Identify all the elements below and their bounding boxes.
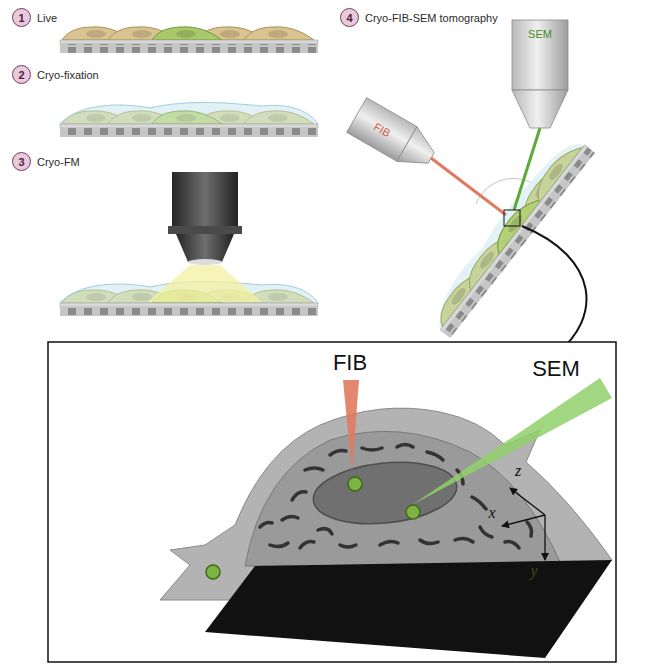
stage-marker: 2 Cryo-fixation — [12, 65, 99, 84]
fib-sem-panel — [347, 98, 441, 176]
step-title: Cryo-FM — [37, 156, 80, 168]
fib-sem-panel — [347, 20, 595, 354]
inset-panel — [310, 456, 459, 531]
cryo-fixed-cells-panel — [60, 102, 318, 124]
inset-panel — [406, 505, 420, 519]
fib-sem-panel — [423, 132, 594, 338]
axis-label: y — [530, 562, 537, 580]
cryo-fm-panel — [148, 265, 262, 302]
cryo-fm-panel — [172, 172, 238, 227]
organelles — [362, 448, 382, 450]
organelles — [427, 452, 443, 460]
organelles — [480, 527, 492, 537]
inset-panel — [502, 515, 545, 526]
organelles — [397, 445, 413, 448]
inset-panel — [544, 515, 545, 560]
fib-sem-panel — [512, 90, 568, 128]
cryo-fm-panel — [60, 307, 318, 316]
fib-sem-panel — [397, 127, 441, 176]
inset-panel — [510, 488, 545, 515]
cryo-fixed-cells-panel — [60, 102, 318, 124]
cryo-fixed-cells-panel — [60, 102, 318, 137]
inset-panel — [245, 431, 562, 566]
inset-panel — [205, 560, 612, 658]
cryo-fm-panel — [60, 303, 318, 307]
column-label: SEM — [528, 28, 552, 41]
organelles — [340, 545, 356, 547]
live-cells-panel — [60, 27, 318, 53]
step-number: 2 — [12, 65, 31, 84]
organelles — [472, 497, 486, 509]
step-number: 1 — [12, 8, 31, 27]
inset-panel — [48, 342, 616, 662]
organelles — [527, 522, 532, 536]
stage-marker: 3 Cryo-FM — [12, 152, 80, 171]
organelles — [505, 542, 519, 548]
inset-panel — [412, 378, 612, 505]
stage-marker: 1 Live — [12, 8, 57, 27]
organelles — [300, 542, 314, 548]
step-title: Cryo-FIB-SEM tomography — [365, 12, 498, 24]
organelles — [318, 529, 332, 534]
fib-sem-panel — [443, 147, 595, 338]
fib-sem-panel — [522, 226, 586, 354]
fib-sem-panel — [431, 158, 506, 215]
organelles — [292, 492, 306, 500]
beam-label: FIB — [333, 350, 367, 375]
organelles — [282, 516, 298, 520]
fib-sem-panel — [514, 128, 540, 210]
fib-sem-panel — [440, 145, 588, 333]
column-label: FIB — [371, 120, 392, 140]
organelles — [305, 468, 323, 470]
live-cells-panel — [60, 44, 318, 53]
step-number: 3 — [12, 152, 31, 171]
cryo-fm-panel — [168, 226, 242, 234]
fib-sem-panel — [512, 20, 568, 90]
organelles — [380, 541, 398, 545]
live-cells-panel — [152, 27, 222, 40]
organelles — [260, 523, 272, 528]
cryo-fixed-cells-panel — [60, 128, 318, 137]
inset-panel — [343, 380, 359, 472]
inset-panel — [348, 477, 362, 491]
live-cells-panel — [60, 40, 318, 44]
axis-label: z — [515, 462, 521, 480]
step-title: Live — [37, 12, 57, 24]
fib-sem-panel — [423, 132, 584, 330]
fib-sem-panel — [504, 210, 520, 226]
step-title: Cryo-fixation — [37, 69, 99, 81]
axis-label: x — [488, 504, 495, 522]
organelles — [420, 540, 438, 544]
step-number: 4 — [340, 8, 359, 27]
inset-panel — [48, 342, 616, 662]
cryo-fixed-cells-panel — [60, 124, 318, 128]
cryo-fm-panel — [188, 259, 222, 265]
inset-panel — [206, 565, 220, 579]
stage-marker: 4 Cryo-FIB-SEM tomography — [340, 8, 498, 27]
cryo-fm-panel — [176, 234, 234, 262]
beam-label: SEM — [532, 356, 580, 381]
organelles — [270, 543, 288, 547]
live-cells-panel — [244, 27, 314, 40]
organelles — [455, 538, 473, 542]
cryo-fm-panel — [60, 172, 318, 316]
organelles — [330, 451, 346, 456]
